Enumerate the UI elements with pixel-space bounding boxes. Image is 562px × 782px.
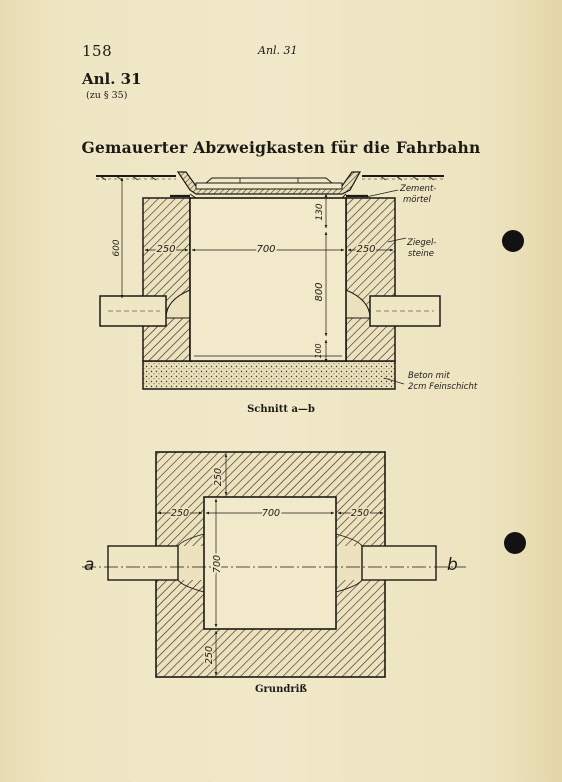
dim-section-height-800: 800 — [314, 282, 325, 301]
note-bricks-line1: Ziegel- — [406, 238, 436, 248]
dim-plan-wall-right: 250 — [351, 508, 369, 519]
dim-plan-inner-height: 700 — [212, 555, 223, 573]
dim-section-base-100: 100 — [314, 343, 323, 358]
note-bricks-line2: steine — [408, 249, 434, 259]
dim-section-wall-left: 250 — [156, 244, 175, 255]
annex-reference: (zu § 35) — [86, 90, 128, 101]
punch-hole-bottom — [504, 532, 526, 554]
annex-label: Anl. 31 — [82, 70, 142, 88]
dim-section-depth-600: 600 — [112, 239, 122, 256]
note-concrete-line2: 2cm Feinschicht — [408, 382, 478, 392]
note-mortar-line2: mörtel — [403, 195, 432, 205]
drawing-title: Gemauerter Abzweigkasten für die Fahrbah… — [81, 138, 481, 157]
dim-section-wall-right: 250 — [356, 244, 375, 255]
section-caption: Schnitt a—b — [247, 404, 315, 415]
dim-plan-wall-left: 250 — [171, 508, 189, 519]
note-concrete-line1: Beton mit — [408, 371, 450, 381]
cut-label-a: a — [84, 555, 94, 575]
running-head: Anl. 31 — [258, 44, 298, 57]
dim-plan-wall-bottom: 250 — [204, 646, 215, 664]
plan-caption: Grundriß — [254, 684, 307, 695]
page-number: 158 — [82, 42, 113, 60]
dim-section-cover-130: 130 — [315, 203, 325, 220]
cut-label-b: b — [447, 555, 458, 575]
dim-plan-inner-width: 700 — [262, 508, 280, 519]
punch-hole-top — [502, 230, 524, 252]
dim-section-inner-width: 700 — [256, 244, 275, 255]
plan-view: a b 250 250 700 250 700 250 — [82, 451, 466, 678]
section-view: 600 250 700 250 130 800 100 Zement- mört… — [96, 171, 478, 392]
note-mortar-line1: Zement- — [399, 184, 436, 194]
dim-plan-wall-top: 250 — [213, 468, 224, 486]
